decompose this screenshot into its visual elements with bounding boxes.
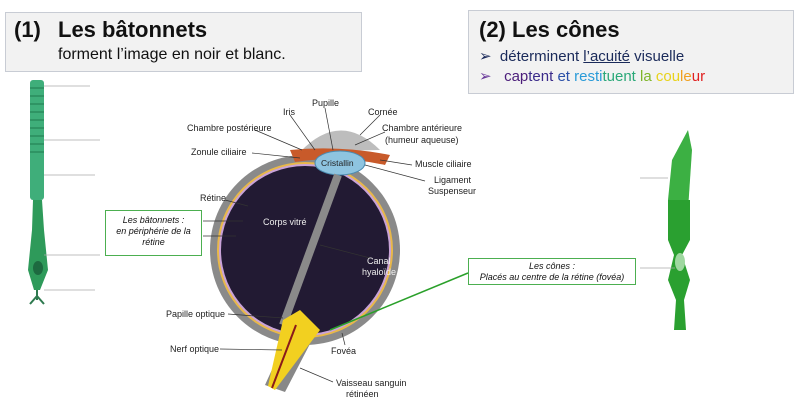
colored-word-segment: la [640, 68, 656, 85]
colored-word-segment: resti [574, 68, 603, 85]
label-zonule: Zonule ciliaire [191, 147, 247, 157]
label-chambre-anterieure: Chambre antérieure [382, 123, 462, 133]
label-fovea: Fovéa [331, 346, 356, 356]
acuity-underlined: l’acuité [583, 48, 630, 65]
arrow-bullet-icon: ➢ [479, 68, 500, 85]
label-retineen: rétinéen [346, 389, 379, 399]
label-canal: Canal [367, 256, 391, 266]
colored-word-segment: tent [528, 68, 558, 85]
label-pupille: Pupille [312, 98, 339, 108]
label-papille: Papille optique [166, 309, 225, 319]
label-humeur-aqueuse: (humeur aqueuse) [385, 135, 459, 145]
colored-word-segment: ur [691, 68, 706, 85]
colored-word-segment: et [557, 68, 575, 85]
cone-annotation-line [329, 272, 469, 331]
label-chambre-posterieure: Chambre postérieure [187, 123, 272, 133]
label-corps-vitre: Corps vitré [263, 217, 307, 227]
cones-title-box: (2) Les cônes ➢ déterminent l’acuité vis… [468, 10, 794, 94]
colored-word-segment: le [680, 68, 692, 85]
cones-bullet-acuity: ➢ déterminent l’acuité visuelle [479, 48, 685, 65]
label-nerf: Nerf optique [170, 344, 219, 354]
rods-number: (1) [14, 17, 41, 42]
rods-title: Les bâtonnets [58, 17, 208, 42]
colored-word-segment: tuent [602, 68, 641, 85]
rods-subtitle: forment l’image en noir et blanc. [58, 46, 286, 63]
colored-word-segment: cap [504, 68, 529, 85]
rod-cell-illustration [28, 80, 100, 305]
cones-bullet-color: ➢ captent et restituent la couleur [479, 67, 705, 85]
label-cornee: Cornée [368, 107, 398, 117]
label-muscle-ciliaire: Muscle ciliaire [415, 159, 472, 169]
label-hyaloide: hyaloïde [362, 267, 396, 277]
rods-title-box: (1) Les bâtonnets forment l’image en noi… [5, 12, 362, 72]
colored-word-segment: cou [655, 68, 681, 85]
cone-cell-illustration [640, 130, 692, 330]
label-vaisseau: Vaisseau sanguin [336, 378, 406, 388]
label-retine: Rétine [200, 193, 226, 203]
label-cristallin: Cristallin [321, 158, 354, 168]
cones-annotation: Les cônes : Placés au centre de la rétin… [468, 258, 636, 285]
label-iris: Iris [283, 107, 295, 117]
cones-title: (2) Les cônes [479, 17, 620, 42]
label-ligament: Ligament [434, 175, 472, 185]
rods-annotation: Les bâtonnets : en périphérie de la réti… [105, 210, 202, 256]
arrow-bullet-icon: ➢ [479, 48, 500, 65]
label-suspenseur: Suspenseur [428, 186, 476, 196]
leader-lines [203, 107, 426, 383]
eyeball [210, 130, 400, 392]
